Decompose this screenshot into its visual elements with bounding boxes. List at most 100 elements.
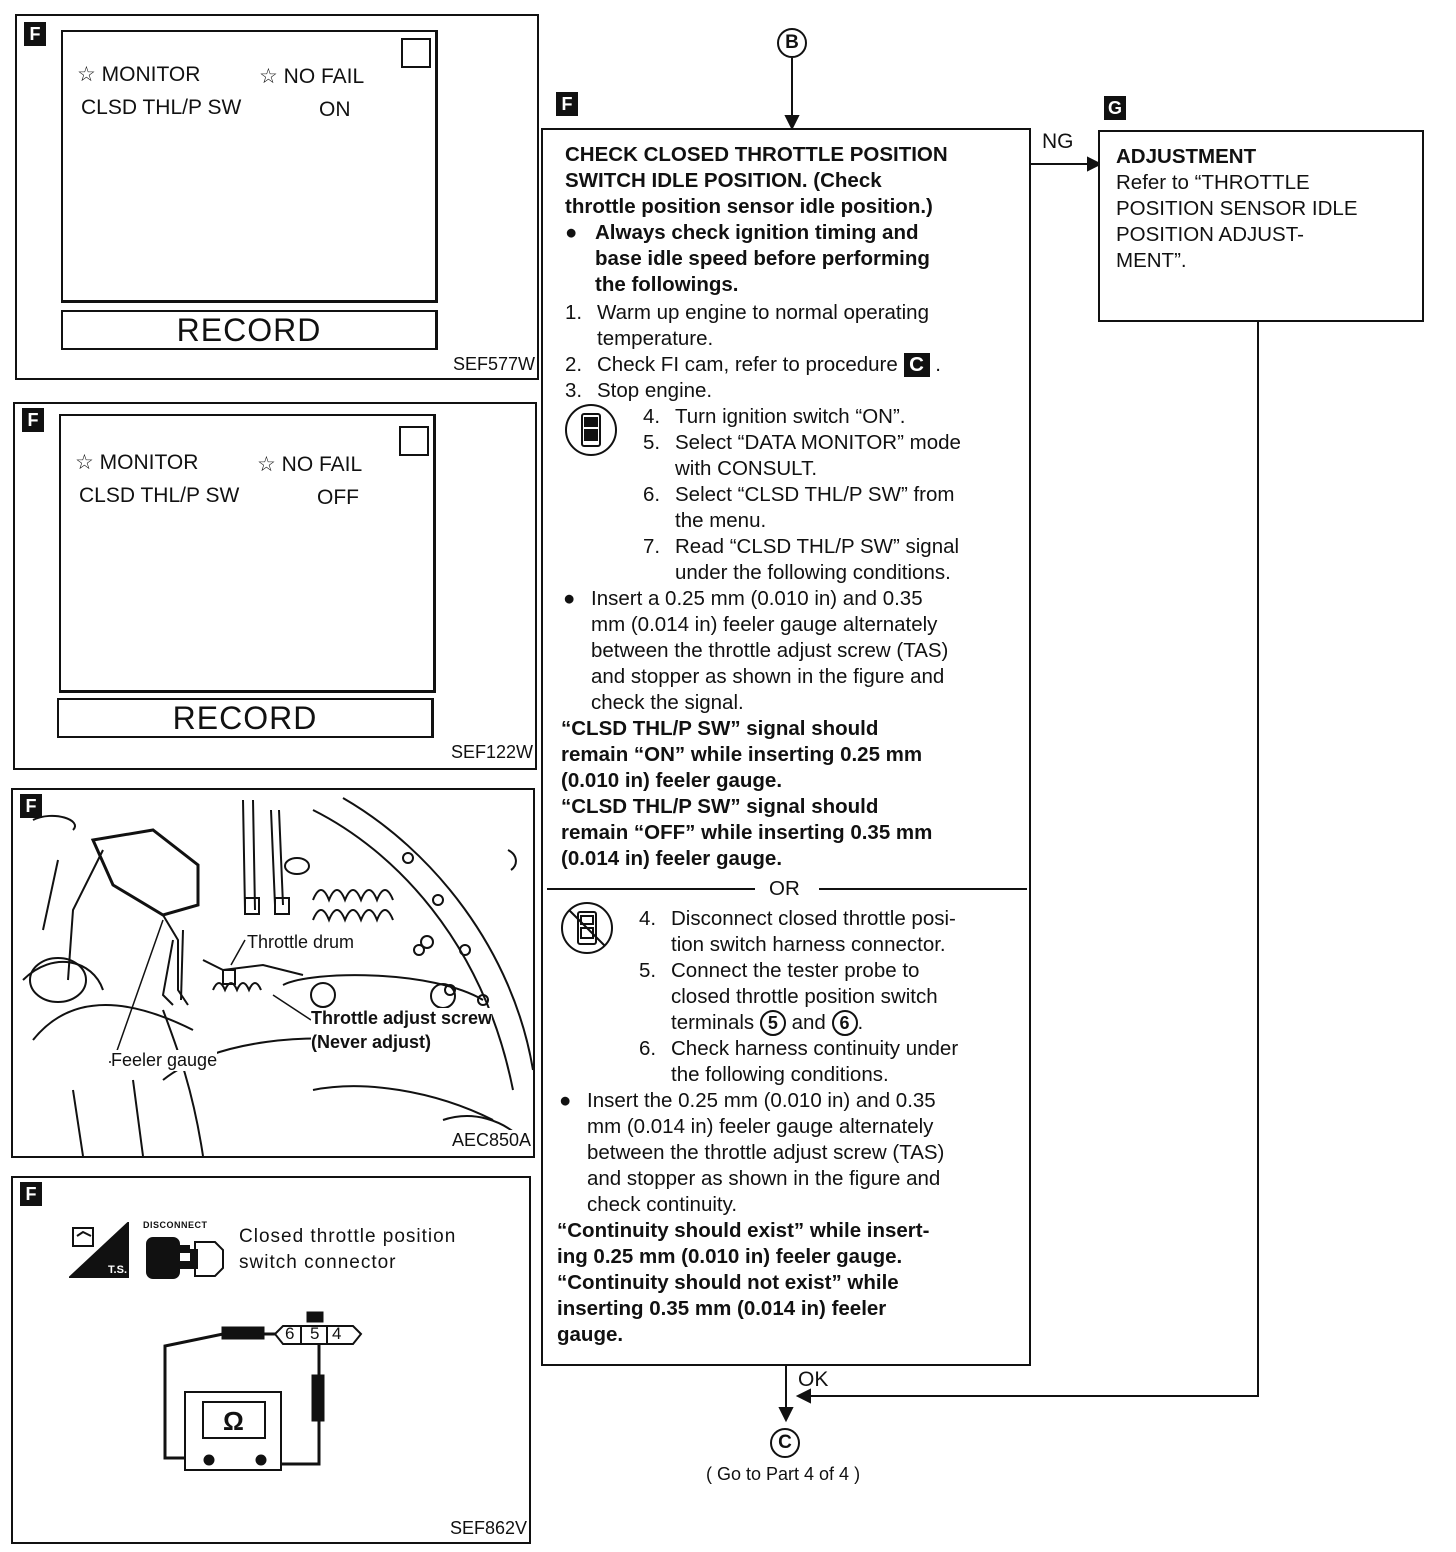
pin-6: 6 xyxy=(285,1324,295,1343)
figure-code: SEF862V xyxy=(449,1518,527,1538)
item-label: CLSD THL/P SW xyxy=(81,96,242,119)
adjustment-line: POSITION SENSOR IDLE xyxy=(1116,197,1358,220)
bullet-line: Insert the 0.25 mm (0.010 in) and 0.35 xyxy=(587,1089,936,1112)
feeler-gauge-label: Feeler gauge xyxy=(111,1050,218,1071)
connector-marker-b: B xyxy=(777,28,807,58)
continuity-circuit-diagram xyxy=(163,1311,363,1471)
no-fail-label: ☆ NO FAIL xyxy=(259,65,365,88)
step-number: 4. xyxy=(643,405,661,428)
bullet-dot: ● xyxy=(559,1089,572,1112)
ts-label: T.S. xyxy=(108,1264,127,1276)
disconnect-icon: DISCONNECT xyxy=(143,1220,227,1282)
section-tag: F xyxy=(20,794,42,818)
result-line: gauge. xyxy=(557,1323,624,1346)
item-value: ON xyxy=(319,98,351,121)
checkbox xyxy=(399,426,429,456)
monitor-label: ☆ MONITOR xyxy=(77,63,201,86)
ohm-symbol: Ω xyxy=(223,1406,244,1436)
adjustment-title: ADJUSTMENT xyxy=(1116,145,1257,168)
terminal-6: 6 xyxy=(831,1010,858,1036)
bullet-line: between the throttle adjust screw (TAS) xyxy=(591,639,949,662)
result-line: ing 0.25 mm (0.010 in) feeler gauge. xyxy=(557,1245,903,1268)
section-tag-g: G xyxy=(1104,96,1126,120)
consult-screen: ☆ MONITOR ☆ NO FAIL CLSD THL/P SW OFF xyxy=(59,414,436,693)
adjustment-line: MENT”. xyxy=(1116,249,1187,272)
item-value: OFF xyxy=(317,486,359,509)
result-line: “Continuity should not exist” while xyxy=(557,1271,899,1294)
continuity-check-panel: F T.S. DISCONNECT Closed throttle positi… xyxy=(11,1176,531,1544)
consult-screen: ☆ MONITOR ☆ NO FAIL CLSD THL/P SW ON xyxy=(61,30,438,303)
step-text: Check FI cam, refer to procedure C . xyxy=(597,352,941,378)
figure-code: SEF122W xyxy=(450,742,533,762)
step-2-text: Check FI cam, refer to procedure xyxy=(597,353,898,376)
step-number: 1. xyxy=(565,301,583,324)
step-text: under the following conditions. xyxy=(675,561,951,584)
terminals-end: . xyxy=(857,1011,864,1034)
result-line: remain “OFF” while inserting 0.35 mm xyxy=(561,821,933,844)
terminal-5: 5 xyxy=(759,1010,786,1036)
check-title-line: throttle position sensor idle position.) xyxy=(565,195,933,218)
pin-5: 5 xyxy=(310,1324,320,1343)
bullet-line: and stopper as shown in the figure and xyxy=(587,1167,941,1190)
step-number: 5. xyxy=(643,431,661,454)
bullet-line: base idle speed before performing xyxy=(595,247,930,270)
step-text: closed throttle position switch xyxy=(671,985,938,1008)
step-text: Connect the tester probe to xyxy=(671,959,920,982)
step-text: tion switch harness connector. xyxy=(671,933,946,956)
section-tag: F xyxy=(24,22,46,46)
step-number: 3. xyxy=(565,379,583,402)
step-text: Select “CLSD THL/P SW” from xyxy=(675,483,955,506)
step-text: Disconnect closed throttle posi- xyxy=(671,907,956,930)
check-procedure-box: CHECK CLOSED THROTTLE POSITION SWITCH ID… xyxy=(541,128,1031,1366)
bullet-line: check continuity. xyxy=(587,1193,738,1216)
throttle-adjust-screw-label: Throttle adjust screw xyxy=(311,1008,493,1029)
step-number: 5. xyxy=(639,959,657,982)
terminals-text: terminals xyxy=(671,1011,755,1034)
never-adjust-label: (Never adjust) xyxy=(311,1032,432,1053)
bullet-line: Insert a 0.25 mm (0.010 in) and 0.35 xyxy=(591,587,923,610)
procedure-ref-c: C xyxy=(903,353,930,377)
result-line: (0.014 in) feeler gauge. xyxy=(561,847,783,870)
step-2-end: . xyxy=(935,353,941,376)
bullet-line: between the throttle adjust screw (TAS) xyxy=(587,1141,945,1164)
step-text: with CONSULT. xyxy=(675,457,818,480)
result-line: “CLSD THL/P SW” signal should xyxy=(561,795,879,818)
result-line: inserting 0.35 mm (0.014 in) feeler xyxy=(557,1297,887,1320)
connector-marker-c: C xyxy=(770,1428,800,1458)
throttle-drum-label: Throttle drum xyxy=(247,932,355,953)
step-text: Check harness continuity under xyxy=(671,1037,959,1060)
bullet-line: the followings. xyxy=(595,273,739,296)
figure-code: SEF577W xyxy=(452,354,535,374)
section-tag: F xyxy=(20,1182,42,1206)
step-text: temperature. xyxy=(597,327,714,350)
bullet-line: mm (0.014 in) feeler gauge alternately xyxy=(587,1115,934,1138)
step-number: 6. xyxy=(639,1037,657,1060)
or-divider xyxy=(547,888,1027,890)
bullet-dot: ● xyxy=(565,221,578,244)
step-text: Read “CLSD THL/P SW” signal xyxy=(675,535,960,558)
bullet-line: check the signal. xyxy=(591,691,744,714)
section-tag: F xyxy=(22,408,44,432)
step-number: 4. xyxy=(639,907,657,930)
section-tag-f: F xyxy=(556,92,578,116)
bullet-line: and stopper as shown in the figure and xyxy=(591,665,945,688)
consult-icon xyxy=(565,404,617,456)
connector-label-line1: Closed throttle position xyxy=(239,1226,457,1247)
pin-4: 4 xyxy=(332,1324,342,1343)
check-title-line: SWITCH IDLE POSITION. (Check xyxy=(565,169,882,192)
go-to-part-note: ( Go to Part 4 of 4 ) xyxy=(706,1464,861,1484)
checkbox xyxy=(401,38,431,68)
no-consult-icon xyxy=(561,902,613,954)
ok-label: OK xyxy=(798,1368,829,1391)
check-title-line: CHECK CLOSED THROTTLE POSITION xyxy=(565,143,948,166)
step-text: Select “DATA MONITOR” mode xyxy=(675,431,961,454)
no-fail-label: ☆ NO FAIL xyxy=(257,453,363,476)
step-text: Stop engine. xyxy=(597,379,713,402)
bullet-line: Always check ignition timing and xyxy=(595,221,919,244)
step-text: the following conditions. xyxy=(671,1063,889,1086)
step-number: 7. xyxy=(643,535,661,558)
consult-screen-on-panel: F ☆ MONITOR ☆ NO FAIL CLSD THL/P SW ON R… xyxy=(15,14,539,380)
step-text: Warm up engine to normal operating xyxy=(597,301,929,324)
result-line: “CLSD THL/P SW” signal should xyxy=(561,717,879,740)
step-text: Turn ignition switch “ON”. xyxy=(675,405,906,428)
